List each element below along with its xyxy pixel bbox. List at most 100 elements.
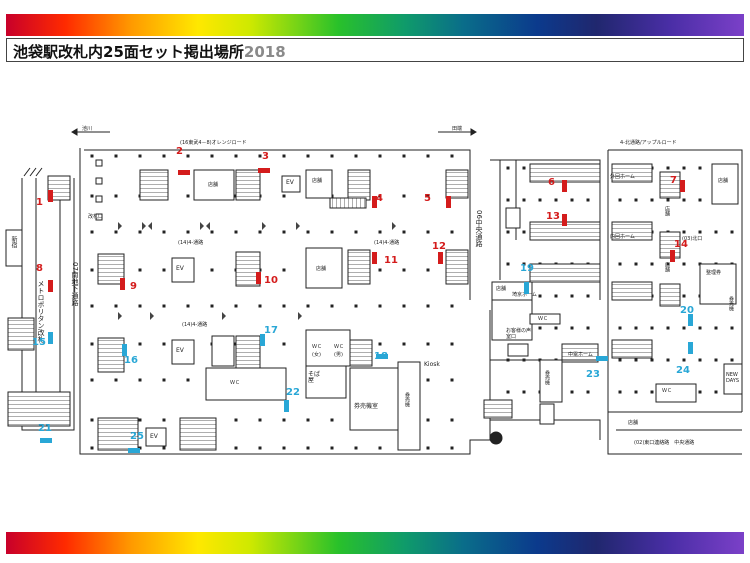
marker-19-location — [524, 282, 529, 294]
wc-3: ＷＣ — [334, 344, 345, 350]
corridor-14-2: (14)4-通路 — [374, 240, 400, 246]
marker-17-location — [260, 334, 265, 346]
pillar — [450, 342, 454, 346]
pillar — [682, 326, 686, 330]
pillar — [714, 390, 718, 394]
pillar — [114, 378, 118, 382]
saikyo-home: 埼京ホーム — [512, 292, 537, 298]
marker-2-label: 2 — [176, 146, 183, 157]
wc-female: (女) — [312, 352, 321, 358]
pillar — [538, 294, 542, 298]
marker-16-label: 16 — [124, 355, 138, 366]
corridor-apple: 4-北通路/アップルロード — [620, 140, 677, 146]
pillar — [234, 418, 238, 422]
marker-5-label: 5 — [424, 193, 431, 204]
marker-16-location — [122, 344, 127, 356]
pillar — [162, 230, 166, 234]
pillar — [634, 262, 638, 266]
marker-19-label: 19 — [520, 263, 534, 274]
wc-2: ＷＣ — [312, 344, 323, 350]
shop-3: 店舗 — [316, 266, 327, 272]
pillar — [570, 390, 574, 394]
pillar — [306, 304, 310, 308]
marker-3-label: 3 — [262, 151, 269, 162]
pillar — [138, 378, 142, 382]
pillar — [90, 304, 94, 308]
pillar — [682, 294, 686, 298]
newdays: NEW DAYS — [726, 372, 740, 384]
left-strip — [5, 167, 75, 431]
pillar — [730, 230, 734, 234]
pillar — [330, 446, 334, 450]
pillar — [162, 418, 166, 422]
pillar — [306, 418, 310, 422]
soba-shop: そば屋 — [308, 371, 321, 384]
pillar — [522, 198, 526, 202]
wc-5: ＷＣ — [662, 388, 673, 394]
pillar — [506, 166, 510, 170]
pillar — [650, 198, 654, 202]
pillar — [138, 154, 142, 158]
marker-23-label: 23 — [586, 369, 600, 380]
pillar — [282, 230, 286, 234]
pillar — [666, 198, 670, 202]
shop-8: 店舗 — [664, 262, 670, 272]
pillar — [282, 154, 286, 158]
marker-9-location — [120, 278, 125, 290]
marker-4-label: 4 — [376, 193, 383, 204]
marker-24-location — [688, 342, 693, 354]
pillar — [426, 418, 430, 422]
pillar — [306, 446, 310, 450]
marker-10-location — [256, 272, 261, 284]
pillar — [554, 294, 558, 298]
pillar — [90, 342, 94, 346]
pillar — [506, 230, 510, 234]
pillar — [138, 268, 142, 272]
pillar — [282, 304, 286, 308]
pillar — [506, 198, 510, 202]
pillar — [450, 230, 454, 234]
pillar — [162, 268, 166, 272]
pillar — [522, 390, 526, 394]
corridor-south: 07南地下通路 — [71, 262, 79, 306]
marker-20-location — [688, 314, 693, 326]
pillar — [634, 358, 638, 362]
pillar — [506, 262, 510, 266]
pillar — [666, 166, 670, 170]
ticket-machine-1: 券売機 — [404, 392, 410, 407]
pillar — [538, 326, 542, 330]
pillar — [354, 304, 358, 308]
corridor-14-1: (14)4-通路 — [178, 240, 204, 246]
middle-section — [483, 159, 601, 445]
seiri-ken: 整理券 — [706, 270, 722, 276]
pillar — [402, 230, 406, 234]
pillar — [714, 230, 718, 234]
pillar — [554, 326, 558, 330]
pillar — [378, 446, 382, 450]
marker-9-label: 9 — [130, 281, 137, 292]
pillar — [186, 304, 190, 308]
pillar — [554, 198, 558, 202]
marker-7-location — [680, 180, 685, 192]
pillar — [586, 198, 590, 202]
pillar — [330, 154, 334, 158]
marker-22-location — [284, 400, 289, 412]
pillar — [650, 358, 654, 362]
marker-25-label: 25 — [130, 431, 144, 442]
marker-2-location — [178, 170, 190, 175]
marker-7-label: 7 — [670, 175, 677, 186]
ticket-machine-3: 券売機 — [728, 296, 734, 311]
pillar — [378, 268, 382, 272]
marker-23-location — [596, 356, 608, 361]
rainbow-band-bottom — [6, 532, 744, 554]
pillar — [114, 194, 118, 198]
pillar — [426, 342, 430, 346]
pillar — [450, 378, 454, 382]
pillar — [426, 154, 430, 158]
pillar — [378, 230, 382, 234]
ev-2: EV — [286, 179, 294, 186]
marker-6-location — [562, 180, 567, 192]
marker-14-label: 14 — [674, 239, 688, 250]
pillar — [618, 390, 622, 394]
marker-17-label: 17 — [264, 325, 278, 336]
